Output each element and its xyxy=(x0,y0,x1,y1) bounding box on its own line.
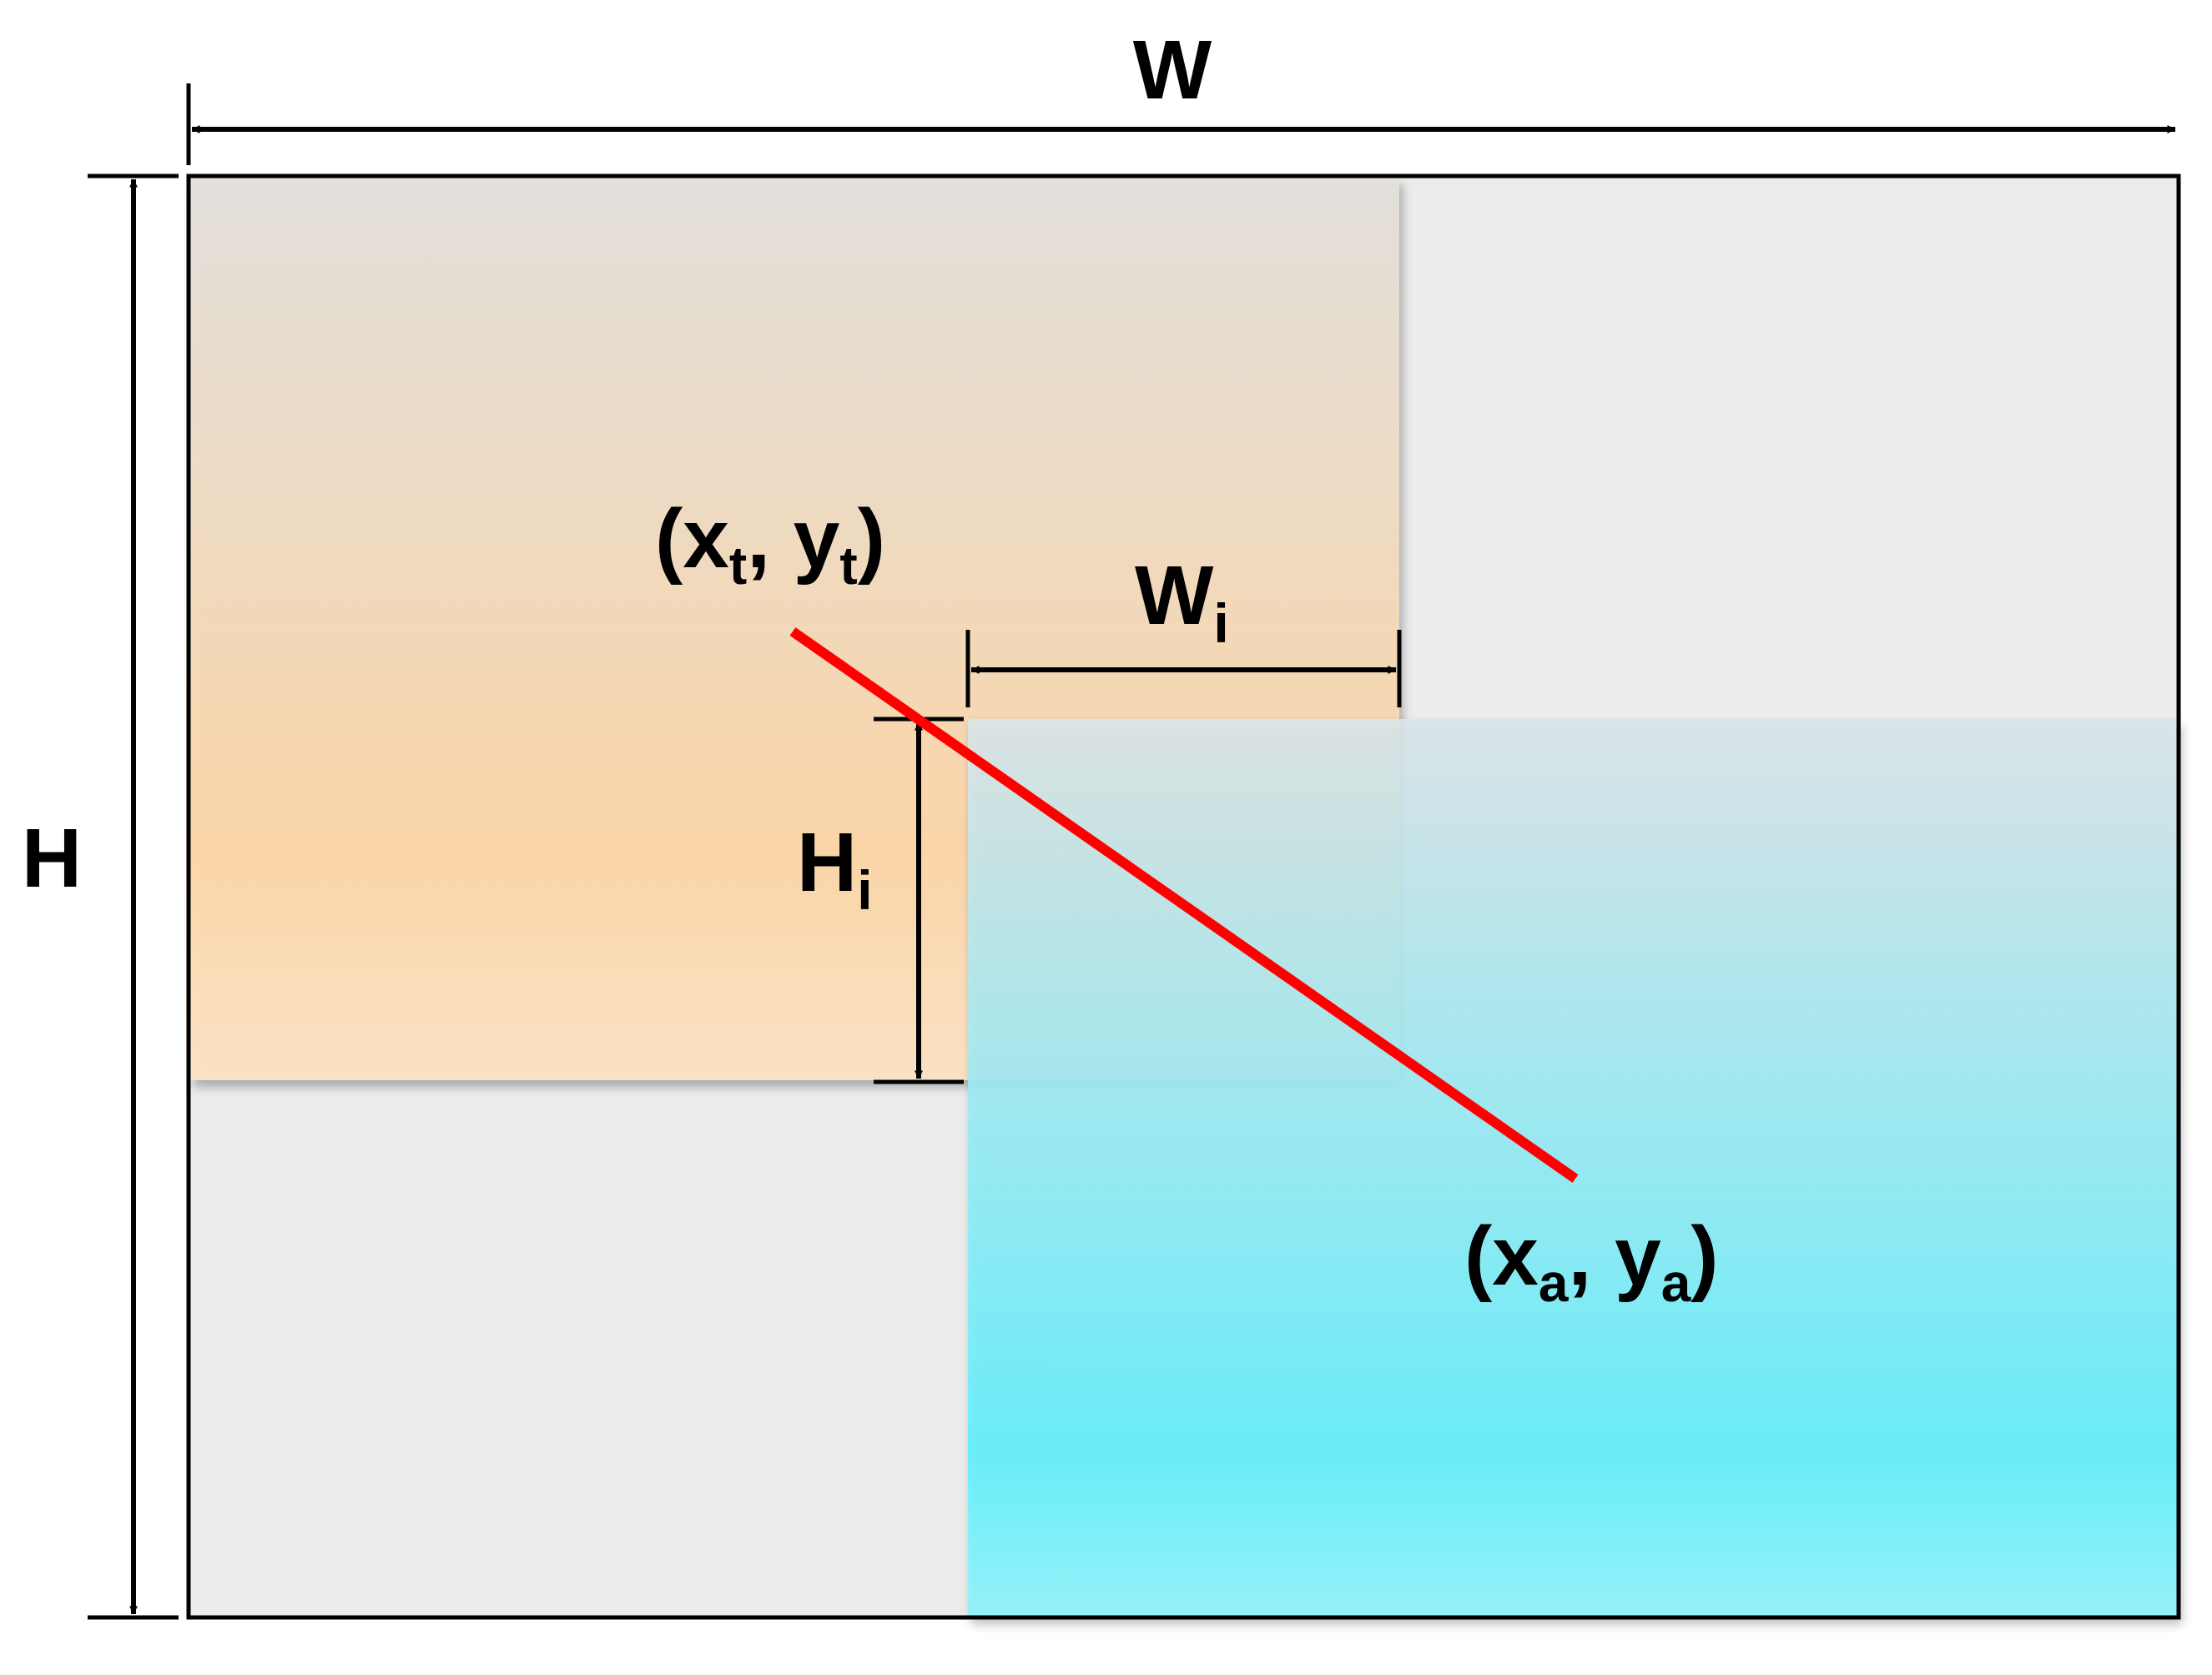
anchor-center-label: (xa, ya) xyxy=(1464,1210,1719,1313)
width-label: W xyxy=(1133,23,1212,117)
target-center-label: (xt, yt) xyxy=(655,492,885,596)
center-distance-line xyxy=(789,627,1579,1183)
intersection-width-label: Wi xyxy=(1135,549,1229,654)
anchor-box xyxy=(968,719,2179,1617)
intersection-height-label: Hi xyxy=(797,816,873,921)
height-label: H xyxy=(22,812,82,905)
outer-frame-outline xyxy=(186,174,2181,1620)
